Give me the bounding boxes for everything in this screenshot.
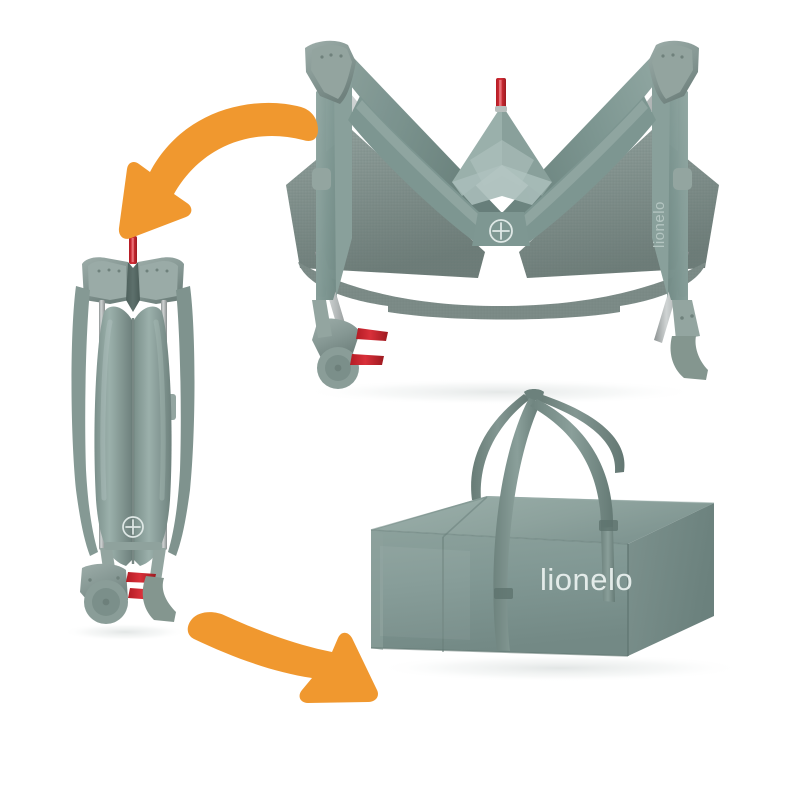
cot-inner-v-rails bbox=[348, 96, 656, 246]
wheel-support-arm bbox=[312, 300, 332, 338]
cot-corner-joints bbox=[305, 40, 699, 190]
crosshair-plus-icon bbox=[122, 516, 144, 538]
pull-strap-tip bbox=[495, 106, 507, 112]
rivet bbox=[117, 269, 121, 273]
foot-right-pad bbox=[670, 336, 708, 380]
folded-roll-right bbox=[134, 306, 172, 566]
bag-zip-seam bbox=[370, 496, 488, 531]
arrow-fold-step-two bbox=[187, 612, 378, 703]
crosshair-plus-strokes bbox=[492, 222, 510, 240]
pole-clamp-left bbox=[312, 168, 331, 190]
wheel-folded-hub bbox=[102, 598, 110, 606]
rivet bbox=[661, 54, 665, 58]
pull-strap-highlight bbox=[131, 238, 134, 262]
side-panel-right-face bbox=[652, 72, 670, 298]
inner-rail-right-hi bbox=[515, 100, 648, 232]
wheel-assembly-left[interactable] bbox=[312, 300, 388, 389]
strap-keeper-left bbox=[494, 588, 513, 599]
folded-rail-brace bbox=[104, 542, 162, 550]
crosshair-plus-strokes bbox=[125, 519, 141, 535]
rivet bbox=[671, 53, 675, 57]
corner-joint-top-left-face bbox=[311, 44, 352, 99]
brake-lever-upper[interactable] bbox=[356, 328, 388, 341]
folded-roll-highlight-left bbox=[100, 319, 113, 501]
folded-flap-right bbox=[168, 286, 195, 556]
center-logo-button-folded[interactable] bbox=[122, 516, 144, 538]
cot-brand-logo: lionelo bbox=[651, 201, 668, 248]
bag-handles-front[interactable] bbox=[493, 0, 800, 651]
handle-knot-top bbox=[524, 389, 544, 400]
foot-pad-folded bbox=[142, 576, 176, 622]
cot-folding-body: lionelo bbox=[286, 40, 719, 389]
pull-strap-highlight bbox=[499, 80, 502, 108]
rivet bbox=[88, 578, 92, 582]
bag-seam-bottom bbox=[370, 647, 629, 657]
folded-top-header bbox=[82, 257, 184, 312]
foot-right bbox=[670, 300, 708, 380]
cot-folded-body bbox=[71, 236, 195, 624]
header-center-notch bbox=[126, 262, 140, 312]
handle-front-right-lower[interactable] bbox=[601, 527, 615, 602]
handle-back-right[interactable] bbox=[536, 394, 625, 473]
rivet bbox=[680, 316, 684, 320]
inner-rail-left-hi bbox=[356, 100, 489, 232]
rivet bbox=[107, 268, 111, 272]
brake-lever-lower[interactable] bbox=[350, 354, 384, 365]
shadow-cot-folded bbox=[63, 623, 187, 641]
bag-end-face-right bbox=[628, 503, 714, 656]
rivet bbox=[690, 314, 694, 318]
crosshair-plus-icon bbox=[489, 219, 513, 243]
bag-front-sheen bbox=[380, 546, 470, 640]
bag-end-face-left bbox=[371, 530, 383, 650]
strap-keeper-right bbox=[599, 520, 618, 531]
rivet bbox=[145, 269, 149, 273]
bag-handles-back[interactable] bbox=[471, 389, 625, 500]
rivet bbox=[116, 576, 120, 580]
folded-flap-left bbox=[71, 286, 98, 556]
folded-roll-left bbox=[94, 306, 132, 566]
rivet bbox=[339, 54, 343, 58]
rivet bbox=[320, 55, 324, 59]
carry-bag-body: lionelo bbox=[370, 0, 800, 657]
side-panel-left-face bbox=[334, 72, 352, 298]
wheel-assembly-folded[interactable] bbox=[80, 563, 176, 624]
shadow-carry-bag bbox=[375, 654, 745, 682]
handle-front-right-strap[interactable] bbox=[530, 399, 614, 528]
arrow-two-shape bbox=[187, 612, 378, 703]
center-logo-button[interactable] bbox=[472, 212, 530, 246]
rivet bbox=[97, 269, 101, 273]
cot-center-peak bbox=[452, 105, 552, 205]
rivet bbox=[155, 268, 159, 272]
shadow-cot-folding bbox=[300, 379, 700, 405]
rivet bbox=[680, 55, 684, 59]
center-peak-lower bbox=[452, 165, 552, 205]
wheel-left-hub bbox=[334, 364, 342, 372]
arrow-fold-step-one bbox=[118, 102, 318, 239]
rivet bbox=[329, 53, 333, 57]
pole-clamp-right bbox=[673, 168, 692, 190]
arrow-one-shape bbox=[118, 102, 318, 239]
red-pull-strap-folded[interactable] bbox=[129, 236, 137, 264]
handle-front-left[interactable] bbox=[493, 398, 541, 651]
foot-right-bracket bbox=[672, 300, 700, 340]
handle-back-left[interactable] bbox=[471, 394, 530, 500]
bag-seam-left-diagonal bbox=[442, 496, 488, 538]
rivet bbox=[165, 269, 169, 273]
folded-roll-highlight-right bbox=[153, 319, 166, 501]
center-peak-sheen bbox=[470, 140, 534, 186]
corner-joint-top-right-face bbox=[652, 44, 693, 99]
red-pull-strap-top[interactable] bbox=[495, 78, 507, 112]
bag-brand-logo: lionelo bbox=[540, 562, 633, 597]
bag-top-face bbox=[371, 496, 714, 544]
